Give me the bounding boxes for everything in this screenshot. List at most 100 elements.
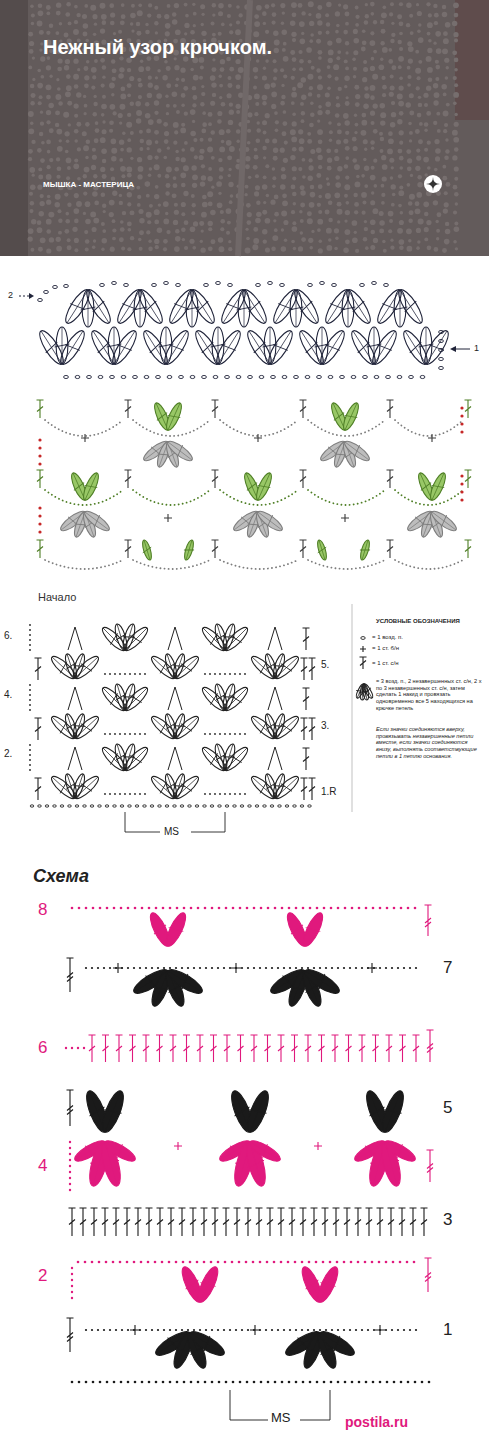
- chain-dot: [124, 733, 126, 735]
- double-crochet-symbol: [35, 778, 42, 800]
- chain-dot: [219, 793, 221, 795]
- chain-stitch: [280, 283, 285, 286]
- petal-outline: [343, 287, 375, 327]
- chain-stitch: [204, 283, 209, 286]
- cluster-petal: [314, 539, 329, 562]
- chain-dot: [104, 733, 106, 735]
- cluster-petal: [70, 772, 89, 800]
- cluster-petal: [107, 327, 141, 368]
- chain-stitch: [44, 290, 49, 293]
- petal-stem: [244, 290, 265, 323]
- petal-outline: [83, 287, 115, 327]
- cluster-petal: [79, 470, 102, 502]
- petal-outline: [272, 713, 302, 741]
- chain-stitch: [60, 805, 64, 807]
- petal-bar: [168, 413, 181, 421]
- chain-stitch: [285, 805, 289, 807]
- cluster-petal: [71, 712, 103, 743]
- petal-stem: [432, 512, 456, 530]
- double-crochet-symbol: [300, 400, 307, 418]
- chain-arc: [45, 560, 123, 569]
- cluster-petal: [55, 327, 89, 368]
- cluster-petal: [271, 712, 303, 743]
- photo-ground: [0, 0, 489, 256]
- chain-stitch: [328, 375, 333, 378]
- cluster-petal: [367, 327, 401, 368]
- petal-stem: [258, 512, 282, 530]
- chain-stitch: [156, 375, 161, 378]
- petal-stem: [85, 512, 109, 530]
- chain-stitch: [98, 805, 102, 807]
- petal-stem: [62, 331, 83, 364]
- petal-stem: [125, 748, 147, 770]
- petal-bar: [117, 342, 132, 353]
- chain-stitch: [282, 375, 287, 378]
- petal-bar: [281, 782, 292, 794]
- petal-outline: [322, 287, 354, 327]
- chain-stitch: [75, 805, 79, 807]
- petal-outline: [213, 328, 245, 368]
- decrease-symbol: [68, 747, 82, 770]
- petal-outline: [348, 328, 380, 368]
- petal-stem: [145, 331, 166, 364]
- chain-dot: [460, 498, 463, 501]
- chain-stitch: [202, 375, 207, 378]
- chain-stitch: [100, 283, 105, 286]
- petal-outline: [317, 328, 349, 368]
- double-crochet-symbol: [301, 778, 308, 800]
- chain-dot: [29, 749, 31, 751]
- chain-dot: [460, 414, 463, 417]
- petal-bar: [429, 342, 444, 353]
- petal-stem: [166, 331, 187, 364]
- chain-stitch: [374, 375, 379, 378]
- chain-dot: [38, 446, 41, 449]
- petal-outline: [395, 287, 427, 327]
- petal-outline: [187, 287, 219, 327]
- chain-dot: [134, 733, 136, 735]
- chain-stitch: [164, 281, 169, 284]
- chain-dot: [134, 793, 136, 795]
- chain-dot: [229, 793, 231, 795]
- chain-stitch: [45, 805, 49, 807]
- double-crochet-symbol: [387, 470, 394, 488]
- single-crochet-symbol: [341, 514, 349, 522]
- petal-stem: [353, 331, 374, 364]
- petal-outline: [81, 471, 102, 502]
- cluster-petal: [393, 286, 427, 327]
- cluster-petal: [341, 290, 356, 327]
- petal-bar: [181, 782, 192, 794]
- chain-stitch: [439, 357, 444, 360]
- petal-stem: [275, 717, 298, 738]
- cluster-petal: [419, 327, 453, 368]
- petal-outline: [272, 773, 302, 801]
- cluster-petal: [81, 290, 96, 327]
- chain-dot: [38, 506, 41, 509]
- cluster-petal: [170, 772, 189, 800]
- chain-stitch: [105, 805, 109, 807]
- petal-stem: [223, 290, 244, 323]
- petal-stem: [296, 290, 317, 323]
- chain-stitch: [150, 805, 154, 807]
- cluster-petal: [71, 772, 103, 803]
- petal-bar: [181, 722, 192, 734]
- cluster-petal: [164, 437, 196, 465]
- petal-outline: [141, 539, 153, 561]
- petal-bar: [184, 547, 194, 553]
- chain-stitch: [372, 281, 377, 284]
- petal-bar: [195, 301, 210, 312]
- chain-stitch: [83, 805, 87, 807]
- chain-dot: [119, 793, 121, 795]
- petal-stem: [275, 290, 296, 323]
- chain-stitch: [409, 375, 414, 378]
- petal-bar: [230, 753, 241, 764]
- chain-dot: [38, 530, 41, 533]
- cluster-petal: [289, 286, 323, 327]
- cluster-petal: [289, 290, 304, 327]
- petal-outline: [82, 508, 112, 534]
- cluster-petal: [237, 286, 271, 327]
- cluster-petal: [133, 286, 167, 327]
- petal-bar: [265, 515, 275, 527]
- petal-outline: [172, 713, 202, 741]
- chain-dot: [234, 793, 236, 795]
- petal-stem: [175, 777, 198, 798]
